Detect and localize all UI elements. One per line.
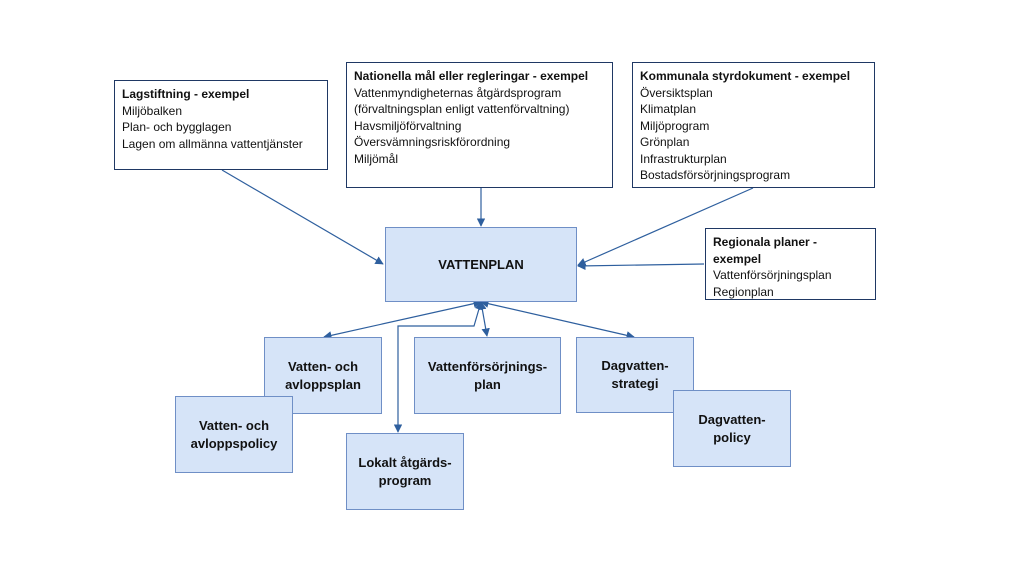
regionala-item: Regionplan xyxy=(713,284,774,299)
dag-strategi-label: Dagvatten- xyxy=(601,358,669,373)
regionala-box: Regionala planer - exempel Vattenförsörj… xyxy=(705,228,876,300)
vattenplan-box: VATTENPLAN xyxy=(385,227,577,302)
arrow-vattenplan-va-plan xyxy=(323,299,482,340)
kommunala-item: Översiktsplan xyxy=(640,85,713,100)
kommunala-title: Kommunala styrdokument - exempel xyxy=(640,69,851,83)
va-plan-label: Vatten- och xyxy=(287,358,359,374)
nationella-title: Nationella mål eller regleringar - exemp… xyxy=(354,69,589,83)
va-policy-box: Vatten- och avloppspolicy xyxy=(175,396,293,473)
lagstiftning-item: Lagen om allmänna vattentjänster xyxy=(122,136,303,151)
kommunala-box: Kommunala styrdokument - exempel Översik… xyxy=(632,62,875,188)
nationella-item: Översvämningsriskförordning xyxy=(354,135,511,149)
arrow-kommunala-to-vattenplan xyxy=(577,187,754,266)
kommunala-item: Miljöprogram xyxy=(640,118,710,133)
dag-policy-box: Dagvatten-policy xyxy=(673,390,791,467)
lagstiftning-box: Lagstiftning - exempel Miljöbalken Plan-… xyxy=(114,80,328,170)
arrow-lagstiftning-to-vattenplan xyxy=(221,169,384,265)
vf-plan-label-cont: plan xyxy=(474,376,501,392)
regionala-title-cont: exempel xyxy=(713,251,762,266)
regionala-item: Vattenförsörjningsplan xyxy=(713,268,832,282)
lokalt-box: Lokalt åtgärds-program xyxy=(346,433,464,510)
dag-policy-label: Dagvatten- xyxy=(698,411,766,427)
lokalt-label-cont: program xyxy=(378,472,432,488)
regionala-title: Regionala planer - xyxy=(713,235,818,249)
arrow-regionala-to-vattenplan xyxy=(577,261,705,271)
vattenplan-label: VATTENPLAN xyxy=(438,256,524,272)
dag-policy-label-cont: policy xyxy=(713,429,751,445)
dag-strategi-box: Dagvatten-strategi xyxy=(576,337,694,413)
nationella-item: Miljömål xyxy=(354,151,399,166)
nationella-item: Vattenmyndigheternas åtgärdsprogram xyxy=(354,85,562,100)
dag-strategi-label-cont: strategi xyxy=(611,376,659,391)
kommunala-item: Infrastrukturplan xyxy=(640,151,727,166)
vf-plan-box: Vattenförsörjnings-plan xyxy=(414,337,561,414)
arrow-vattenplan-lokalt xyxy=(393,301,483,433)
lokalt-label: Lokalt åtgärds- xyxy=(358,454,452,470)
va-policy-label: Vatten- och xyxy=(198,417,270,433)
arrow-vattenplan-dag-strategi xyxy=(480,299,635,340)
kommunala-item: Bostadsförsörjningsprogram xyxy=(640,168,791,182)
kommunala-item: Grönplan xyxy=(640,135,690,149)
lagstiftning-item: Plan- och bygglagen xyxy=(122,120,232,134)
vf-plan-label: Vattenförsörjnings- xyxy=(427,358,548,374)
nationella-box: Nationella mål eller regleringar - exemp… xyxy=(346,62,613,188)
va-plan-label-cont: avloppsplan xyxy=(285,376,361,392)
kommunala-item: Klimatplan xyxy=(640,102,697,116)
nationella-item: (förvaltningsplan enligt vattenförvaltni… xyxy=(354,102,570,116)
lagstiftning-title: Lagstiftning - exempel xyxy=(122,87,250,101)
nationella-item: Havsmiljöförvaltning xyxy=(354,118,462,133)
va-policy-label-cont: avloppspolicy xyxy=(190,435,278,451)
arrow-vattenplan-vf-plan xyxy=(478,301,490,337)
lagstiftning-item: Miljöbalken xyxy=(122,103,183,118)
